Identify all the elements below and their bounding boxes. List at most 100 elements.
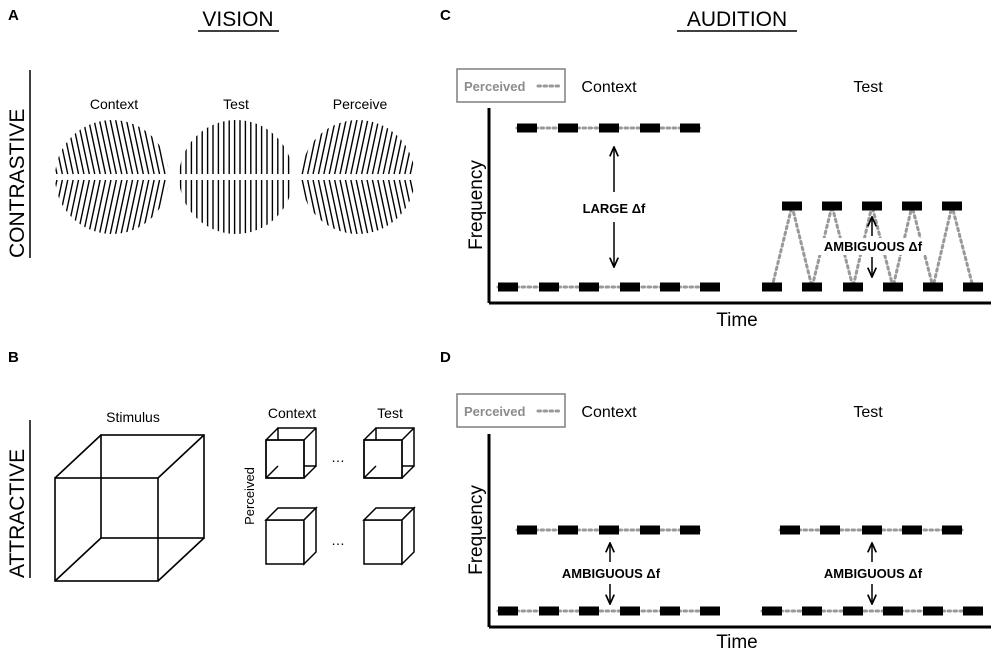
context-tones-high-c [515, 123, 702, 133]
grating-line [141, 179, 155, 234]
cube-context-label: Context [268, 405, 316, 421]
panel-label-b: B [8, 349, 19, 366]
grating-line [323, 120, 337, 175]
tone-bar [762, 606, 782, 616]
test-tones-low-d [760, 606, 985, 616]
grating-line [77, 120, 91, 175]
grating-line [275, 120, 286, 174]
panel-label-c: C [440, 7, 451, 24]
grating-line [152, 120, 166, 175]
grating-line [404, 179, 415, 234]
grating-line [114, 179, 128, 234]
grating-line [87, 120, 101, 175]
tone-bar [517, 123, 537, 133]
grating-line [29, 180, 40, 234]
grating-line [125, 179, 139, 234]
axes-d [487, 434, 991, 629]
tone-bar [963, 606, 983, 616]
grating-line [141, 120, 155, 175]
grating-line [93, 179, 107, 234]
grating-line [350, 120, 364, 175]
ylabel-c: Frequency [466, 160, 487, 250]
grating-line [366, 120, 380, 175]
grating-line [371, 179, 385, 234]
grating-line [409, 120, 415, 175]
context-tones-low-d [496, 606, 722, 616]
grating-line [366, 179, 380, 234]
grating-line [104, 120, 118, 175]
tone-bar [498, 606, 518, 616]
grating-line [333, 120, 347, 175]
grating-line [360, 120, 374, 175]
tone-bar [802, 282, 822, 292]
context-label-d: Context [581, 404, 637, 421]
grating-line [281, 180, 292, 234]
grating-line [55, 179, 69, 234]
grating-line [281, 120, 292, 174]
grating-line [398, 179, 412, 234]
grating-line [98, 120, 112, 175]
tone-bar [883, 606, 903, 616]
tone-bar [558, 525, 578, 535]
grating-line [55, 179, 58, 234]
grating-line [317, 120, 331, 175]
tone-bar [579, 282, 599, 292]
grating-line [382, 179, 396, 234]
grating-line [109, 120, 123, 175]
cube-test-label: Test [377, 405, 403, 421]
large-df-label: LARGE Δf [583, 201, 646, 216]
grating-line [55, 120, 58, 175]
grating-line [82, 120, 96, 175]
tone-bar [498, 282, 518, 292]
tone-bar [820, 525, 840, 535]
xlabel-c: Time [716, 310, 758, 331]
tone-bar [802, 606, 822, 616]
grating-line [275, 180, 286, 234]
ambiguous-df-label-d-context: AMBIGUOUS Δf [562, 566, 661, 581]
panel-label-a: A [8, 7, 19, 24]
grating-line [301, 179, 304, 234]
tone-bar [660, 606, 680, 616]
tone-bar [862, 201, 882, 211]
grating-line [350, 179, 364, 234]
grating-line [414, 179, 415, 234]
tone-bar [620, 606, 640, 616]
grating-line [414, 120, 415, 175]
context-tones-high-d [515, 525, 702, 535]
grating-line [71, 179, 85, 234]
grating-line [60, 179, 74, 234]
grating-line [286, 120, 297, 174]
grating-line [301, 120, 315, 175]
test-label-c: Test [853, 79, 883, 96]
tone-bar [963, 282, 983, 292]
grating-line [355, 120, 369, 175]
tone-bar [843, 282, 863, 292]
tone-bar [923, 282, 943, 292]
grating-line [168, 179, 169, 234]
grating-line [387, 120, 401, 175]
tone-bar [517, 525, 537, 535]
tone-bar [923, 606, 943, 616]
grating-line [301, 179, 310, 234]
ylabel-d: Frequency [466, 485, 487, 575]
test-tones-zigzag-c [762, 201, 983, 292]
grating-line [66, 120, 80, 175]
tone-bar [902, 201, 922, 211]
ellipsis-bottom: … [331, 532, 345, 548]
grating-line [360, 179, 374, 234]
grating-line [317, 179, 331, 234]
grating-line [55, 120, 69, 175]
grating-line [286, 180, 297, 234]
grating-line [158, 179, 169, 234]
stimulus-label: Stimulus [106, 409, 160, 425]
grating-line [71, 120, 85, 175]
tone-bar [762, 282, 782, 292]
grating-line [147, 179, 161, 234]
grating-test-label: Test [223, 96, 249, 112]
xlabel-d: Time [716, 632, 758, 653]
grating-line [158, 120, 169, 175]
cube-context-from-above [264, 506, 318, 566]
grating-line [382, 120, 396, 175]
tone-bar [640, 123, 660, 133]
